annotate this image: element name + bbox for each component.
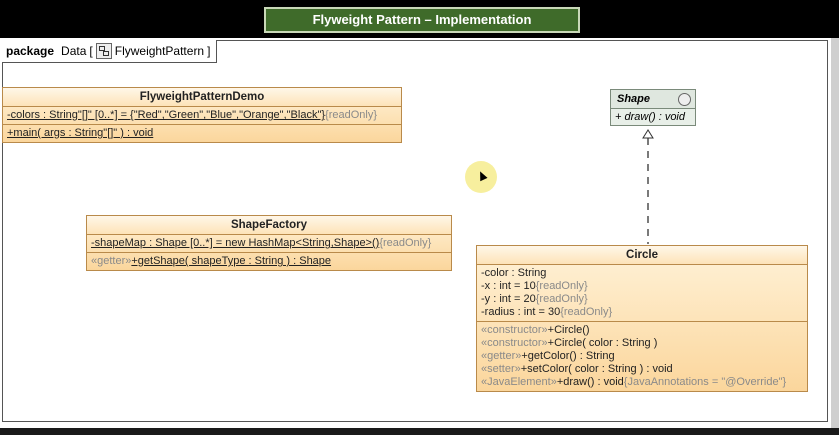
class-name: ShapeFactory <box>87 216 451 235</box>
attribute-radius: -radius : int = 30{readOnly} <box>481 306 613 318</box>
slide-title: Flyweight Pattern – Implementation <box>264 7 580 33</box>
class-diagram-icon <box>95 43 112 59</box>
operations-compartment: «getter»+getShape( shapeType : String ) … <box>87 253 451 270</box>
package-frame <box>2 40 828 422</box>
interface-header: Shape <box>611 90 695 109</box>
operation-setcolor: «setter»+setColor( color : String ) : vo… <box>481 363 673 375</box>
package-tab: package Data [ FlyweightPattern ] <box>2 40 218 63</box>
attribute-shapemap: -shapeMap : Shape [0..*] = new HashMap<S… <box>91 237 432 249</box>
bracket-open: [ <box>89 43 93 58</box>
operation-constructor-default: «constructor»+Circle() <box>481 324 590 336</box>
attributes-compartment: -shapeMap : Shape [0..*] = new HashMap<S… <box>87 235 451 253</box>
attribute-color: -color : String <box>481 267 547 279</box>
arrow-head <box>642 129 654 139</box>
bracket-close: ] <box>207 43 211 58</box>
attribute-x: -x : int = 10{readOnly} <box>481 280 588 292</box>
operation-getshape: «getter»+getShape( shapeType : String ) … <box>91 255 332 267</box>
interface-shape[interactable]: Shape + draw() : void <box>610 89 696 126</box>
vertical-scrollbar[interactable] <box>831 38 839 430</box>
class-flyweightpatterndemo[interactable]: FlyweightPatternDemo -colors : String"[]… <box>2 87 402 143</box>
operation-main: +main( args : String"[]" ) : void <box>7 127 154 139</box>
diagram-name: FlyweightPattern <box>114 43 205 58</box>
attributes-compartment: -color : String -x : int = 10{readOnly} … <box>477 265 807 322</box>
attribute-y: -y : int = 20{readOnly} <box>481 293 588 305</box>
class-shapefactory[interactable]: ShapeFactory -shapeMap : Shape [0..*] = … <box>86 215 452 271</box>
cursor-highlight <box>465 161 497 193</box>
operation-draw: «JavaElement»+draw() : void{JavaAnnotati… <box>481 376 787 388</box>
package-keyword: package <box>6 43 55 58</box>
attribute-colors: -colors : String"[]" [0..*] = {"Red","Gr… <box>7 109 378 121</box>
attributes-compartment: -colors : String"[]" [0..*] = {"Red","Gr… <box>3 107 401 125</box>
interface-icon <box>678 93 691 106</box>
class-name: FlyweightPatternDemo <box>3 88 401 107</box>
interface-name: Shape <box>617 93 651 105</box>
operation-constructor-color: «constructor»+Circle( color : String ) <box>481 337 658 349</box>
operations-compartment: «constructor»+Circle() «constructor»+Cir… <box>477 322 807 391</box>
operation-getcolor: «getter»+getColor() : String <box>481 350 615 362</box>
operation-draw: + draw() : void <box>615 111 685 123</box>
package-name: Data <box>61 43 87 58</box>
bottom-edge <box>0 428 839 435</box>
class-name: Circle <box>477 246 807 265</box>
realization-arrow <box>642 129 654 244</box>
operations-compartment: +main( args : String"[]" ) : void <box>3 125 401 142</box>
class-circle[interactable]: Circle -color : String -x : int = 10{rea… <box>476 245 808 392</box>
